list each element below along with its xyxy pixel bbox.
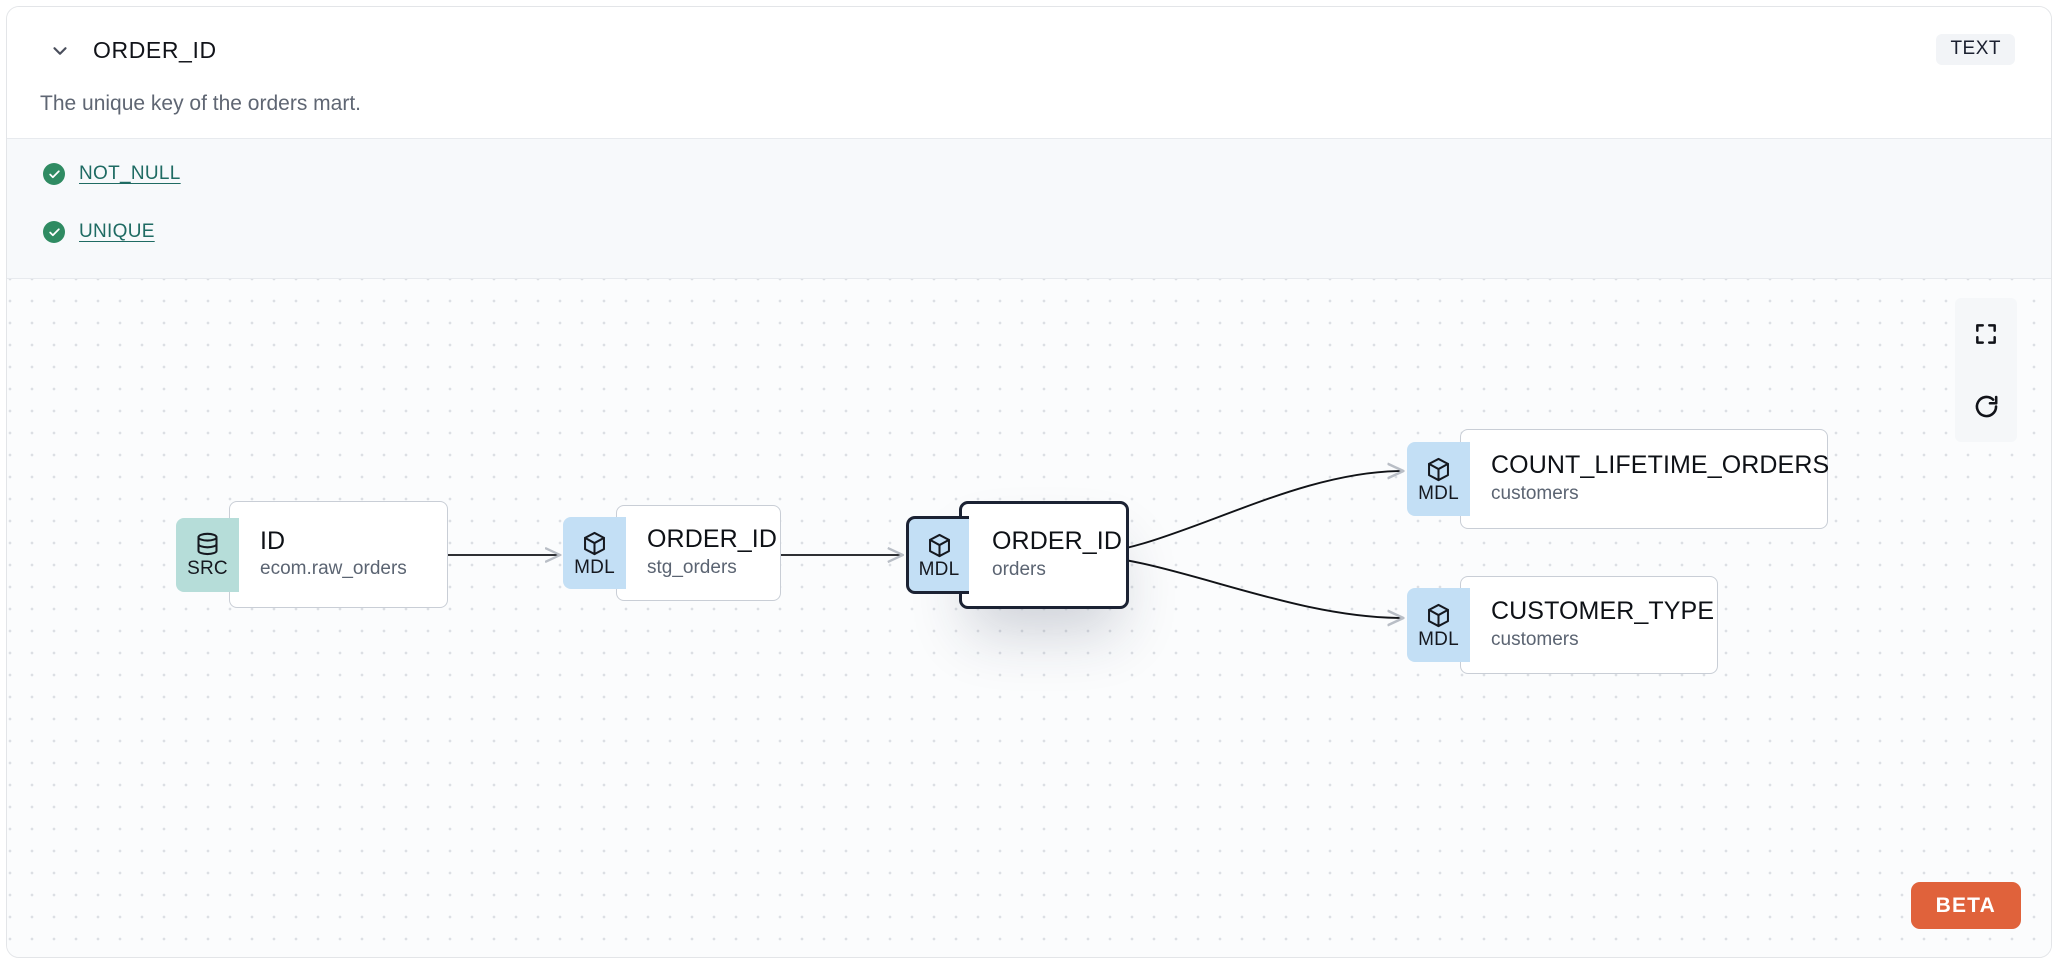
check-circle-icon [43, 221, 65, 243]
node-badge-label: SRC [187, 558, 228, 579]
node-name: ORDER_ID [647, 525, 777, 554]
node-source: customers [1491, 482, 1579, 504]
fullscreen-icon[interactable] [1955, 298, 2017, 370]
lineage-node-stg-orders[interactable]: MDL ORDER_ID stg_orders [563, 505, 781, 601]
node-name: ID [260, 526, 286, 555]
node-source: orders [992, 558, 1046, 580]
lineage-node-body: ID ecom.raw_orders [229, 501, 448, 608]
chevron-down-icon[interactable] [47, 38, 73, 64]
column-description: The unique key of the orders mart. [40, 92, 361, 115]
beta-badge[interactable]: BETA [1910, 882, 2021, 929]
lineage-node-customer-type[interactable]: MDL CUSTOMER_TYPE customers [1407, 576, 1718, 674]
column-detail-panel: ORDER_ID TEXT The unique key of the orde… [6, 6, 2052, 958]
node-source: ecom.raw_orders [260, 558, 407, 580]
node-name: COUNT_LIFETIME_ORDERS [1491, 451, 1830, 480]
check-circle-icon [43, 163, 65, 185]
lineage-node-body: CUSTOMER_TYPE customers [1460, 576, 1718, 674]
canvas-controls [1955, 298, 2017, 442]
cube-icon: MDL [906, 516, 969, 594]
test-row: NOT_NULL [43, 163, 181, 185]
test-link-unique[interactable]: UNIQUE [79, 221, 155, 242]
test-row: UNIQUE [43, 221, 155, 243]
header-title-row: ORDER_ID [47, 37, 217, 64]
cube-icon: MDL [563, 517, 626, 589]
node-name: CUSTOMER_TYPE [1491, 597, 1715, 626]
cube-icon: MDL [1407, 588, 1470, 662]
lineage-node-body: COUNT_LIFETIME_ORDERS customers [1460, 429, 1830, 529]
lineage-node-orders-selected[interactable]: MDL ORDER_ID orders [906, 501, 1129, 609]
node-badge-label: MDL [574, 556, 615, 578]
node-source: stg_orders [647, 556, 737, 578]
lineage-node-id[interactable]: SRC ID ecom.raw_orders [176, 501, 448, 608]
lineage-node-body: ORDER_ID stg_orders [616, 505, 781, 601]
lineage-graph-canvas[interactable]: SRC ID ecom.raw_orders MDL ORDER_ID stg_… [7, 279, 2051, 957]
cube-icon: MDL [1407, 442, 1470, 516]
node-source: customers [1491, 628, 1579, 650]
database-icon: SRC [176, 517, 239, 592]
panel-header: ORDER_ID TEXT The unique key of the orde… [7, 7, 2051, 138]
node-name: ORDER_ID [992, 527, 1122, 556]
node-badge-label: MDL [1418, 482, 1459, 504]
tests-section: NOT_NULL UNIQUE [7, 138, 2051, 279]
lineage-node-count-lifetime-orders[interactable]: MDL COUNT_LIFETIME_ORDERS customers [1407, 429, 1830, 529]
test-link-not-null[interactable]: NOT_NULL [79, 163, 181, 184]
lineage-edges [395, 279, 2051, 957]
page-title: ORDER_ID [93, 37, 217, 63]
refresh-icon[interactable] [1955, 370, 2017, 442]
node-badge-label: MDL [918, 558, 960, 580]
node-badge-label: MDL [1418, 628, 1459, 650]
data-type-badge: TEXT [1936, 34, 2015, 65]
lineage-node-body: ORDER_ID orders [959, 501, 1129, 609]
